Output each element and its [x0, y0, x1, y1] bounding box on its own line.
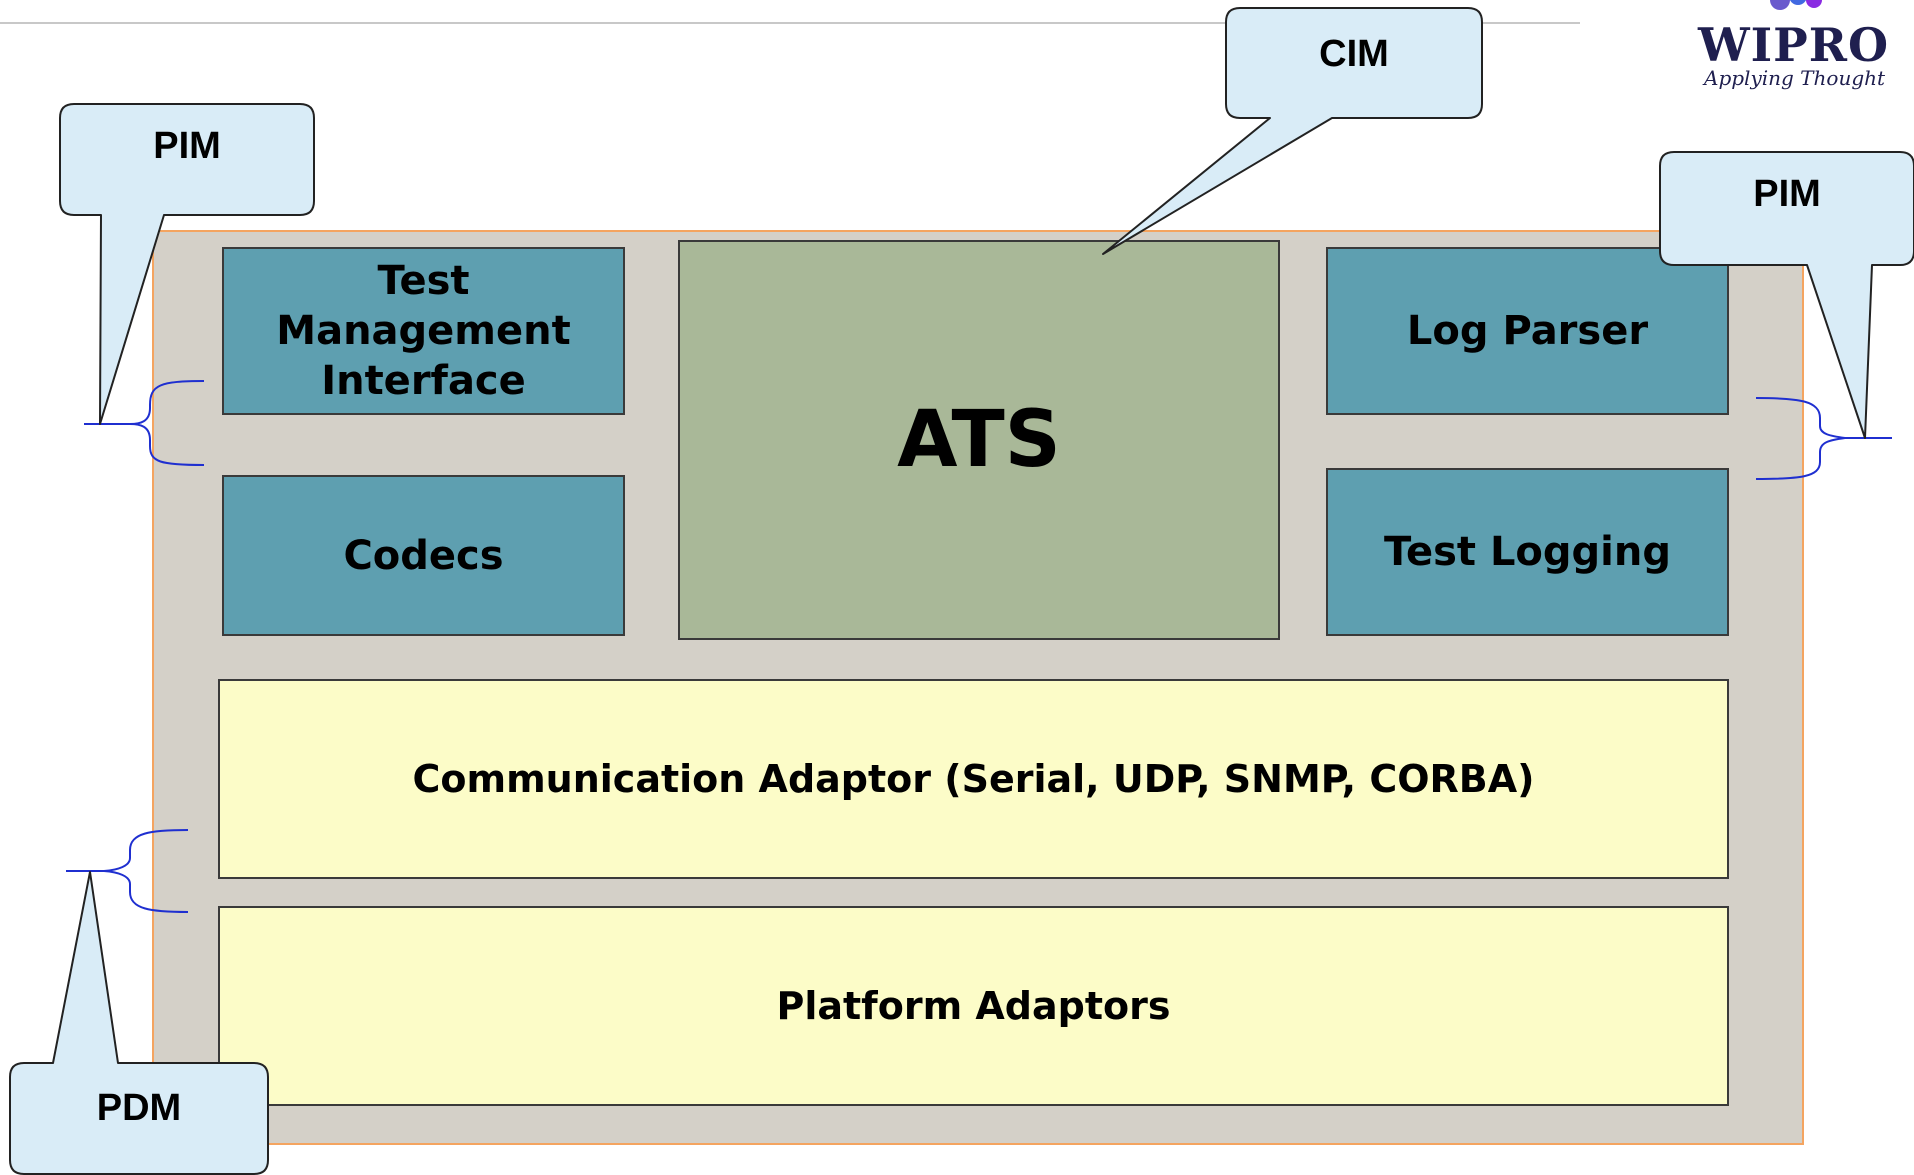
flower-icon [1770, 0, 1822, 10]
callout-pdm-label: PDM [96, 1086, 182, 1129]
callout-pdm-shape [9, 871, 269, 1175]
codecs-block: Codecs [222, 475, 625, 636]
logo-wordmark: WIPRO [1698, 18, 1890, 72]
callout-pim-right-label: PIM [1753, 173, 1821, 215]
callout-pim-right-shape [1659, 151, 1914, 439]
test-logging-block: Test Logging [1326, 468, 1729, 636]
test-management-interface-block: Test Management Interface [222, 247, 625, 415]
top-divider [0, 22, 1580, 24]
callout-pim-left-label: PIM [153, 125, 221, 167]
callout-cim-shape [1102, 7, 1483, 255]
callout-pim-left-shape [59, 103, 315, 425]
logo-tagline: Applying Thought [1704, 66, 1886, 90]
ats-block: ATS [678, 240, 1280, 640]
brace-left-bottom [66, 829, 189, 913]
log-parser-block: Log Parser [1326, 247, 1729, 415]
brace-left-top [84, 380, 205, 466]
callout-cim-label: CIM [1319, 32, 1389, 75]
wipro-logo: WIPRO Applying Thought [1690, 0, 1914, 95]
brace-right [1755, 397, 1892, 480]
communication-adaptor-block: Communication Adaptor (Serial, UDP, SNMP… [218, 679, 1729, 879]
platform-adaptors-block: Platform Adaptors [218, 906, 1729, 1106]
